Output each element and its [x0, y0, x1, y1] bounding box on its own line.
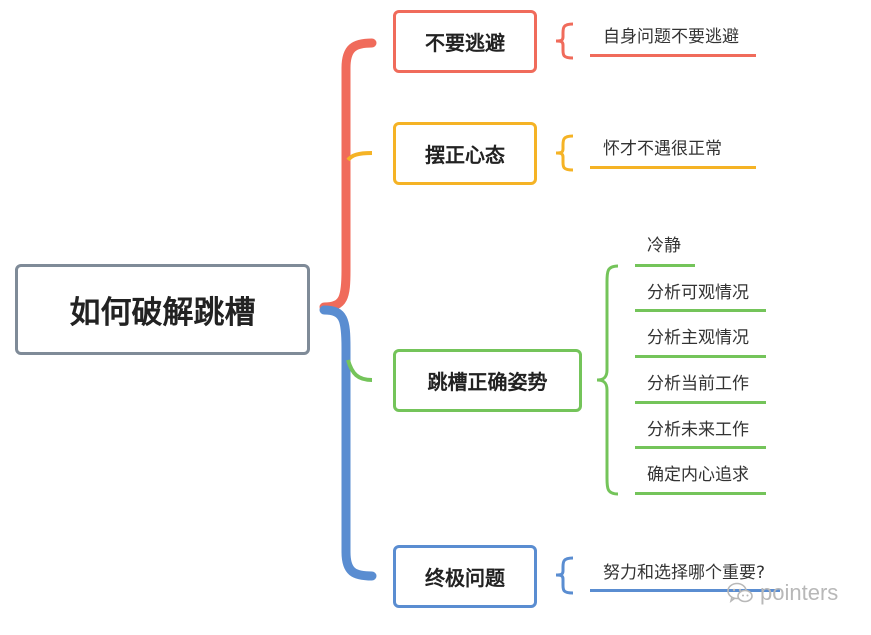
leaf-topic-3-6[interactable]: 确定内心追求 [647, 465, 749, 485]
leaf-topic-1-1[interactable]: 自身问题不要逃避 [603, 27, 739, 47]
leaf-topic-3-1[interactable]: 冷静 [647, 236, 681, 256]
brace-branch-1 [555, 22, 574, 60]
leaf-underline-4-1 [590, 589, 780, 592]
watermark-text: pointers [760, 580, 839, 605]
root-topic[interactable]: 如何破解跳槽 [15, 264, 310, 355]
leaf-topic-2-1[interactable]: 怀才不遇很正常 [603, 139, 722, 159]
leaf-underline-1-1 [590, 54, 756, 57]
wechat-icon [727, 582, 753, 603]
branch-topic-4-label: 终极问题 [425, 566, 505, 590]
leaf-underline-2-1 [590, 166, 756, 169]
branch-topic-2[interactable]: 摆正心态 [393, 122, 537, 185]
branch-topic-1-label: 不要逃避 [425, 31, 505, 55]
branch-topic-3[interactable]: 跳槽正确姿势 [393, 349, 582, 412]
connector-root-to-branch-2 [346, 151, 373, 162]
connector-root-to-branch-4 [319, 305, 377, 581]
connector-root-to-branch-3 [346, 359, 373, 382]
leaf-topic-3-2[interactable]: 分析可观情况 [647, 283, 749, 303]
brace-branch-3 [596, 264, 619, 496]
branch-topic-1[interactable]: 不要逃避 [393, 10, 537, 73]
leaf-underline-3-2 [635, 309, 766, 312]
leaf-underline-3-1 [635, 264, 695, 267]
leaf-underline-3-4 [635, 401, 766, 404]
branch-topic-3-label: 跳槽正确姿势 [427, 370, 548, 394]
leaf-topic-3-3[interactable]: 分析主观情况 [647, 328, 749, 348]
leaf-topic-3-5[interactable]: 分析未来工作 [647, 420, 749, 440]
leaf-underline-3-5 [635, 446, 766, 449]
watermark: pointers [726, 580, 838, 606]
brace-branch-4 [555, 556, 574, 595]
leaf-underline-3-3 [635, 355, 766, 358]
leaf-topic-3-4[interactable]: 分析当前工作 [647, 374, 749, 394]
branch-topic-2-label: 摆正心态 [425, 143, 505, 167]
leaf-underline-3-6 [635, 492, 766, 495]
leaf-topic-4-1[interactable]: 努力和选择哪个重要? [603, 563, 766, 583]
brace-branch-2 [555, 134, 574, 172]
branch-topic-4[interactable]: 终极问题 [393, 545, 537, 608]
root-topic-label: 如何破解跳槽 [69, 295, 256, 331]
connector-root-to-branch-1 [319, 38, 377, 312]
